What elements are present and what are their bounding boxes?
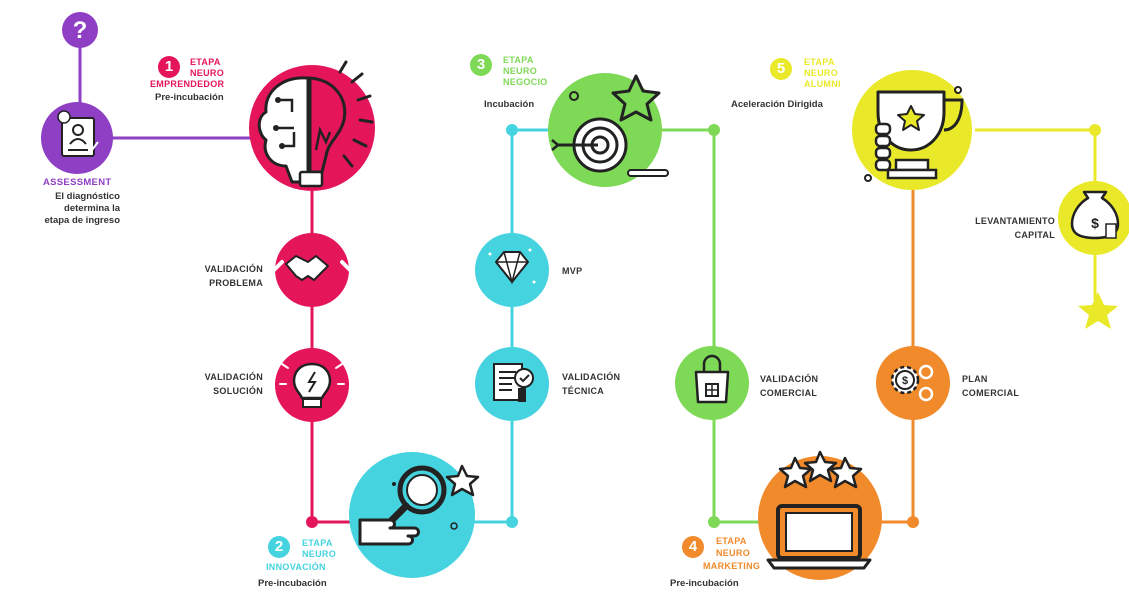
step-label: PROBLEMA (209, 278, 263, 288)
step-label: LEVANTAMIENTO (975, 216, 1055, 226)
step-label: COMERCIAL (760, 388, 818, 398)
step-plan-comercial: PLAN COMERCIAL (962, 374, 1019, 399)
svg-text:?: ? (73, 17, 88, 44)
trophy-icon (852, 70, 972, 190)
svg-text:$: $ (1091, 215, 1099, 231)
stage-3-number: 3 (470, 54, 492, 76)
stage-5-line3: ALUMNI (804, 79, 841, 89)
stage-1-line3: EMPRENDEDOR (150, 79, 225, 89)
joint-dot (306, 516, 318, 528)
step-label: VALIDACIÓN (760, 374, 819, 384)
gears-icon: $ (876, 346, 950, 420)
step-label: CAPITAL (1014, 230, 1055, 240)
stage-4-number: 4 (682, 536, 704, 558)
shopping-bag-icon (675, 346, 749, 420)
diamond-icon (475, 233, 549, 307)
stage-2-line2: NEURO (302, 549, 337, 559)
target-star-icon (548, 73, 669, 187)
step-validacion-problema: VALIDACIÓN PROBLEMA (170, 264, 263, 289)
step-label: SOLUCIÓN (213, 386, 263, 396)
stage-2-line3: INNOVACIÓN (266, 562, 326, 572)
step-label: TÉCNICA (562, 386, 605, 396)
joint-dot (708, 516, 720, 528)
step-label: VALIDACIÓN (204, 372, 263, 382)
stage-1-line2: NEURO (190, 68, 225, 78)
stage-2-line1: ETAPA (302, 538, 333, 548)
magnifier-hand-icon (349, 452, 480, 578)
assessment-desc-line: determina la (64, 203, 120, 214)
step-label: VALIDACIÓN (562, 372, 621, 382)
stage-5-subtitle: Aceleración Dirigida (731, 99, 823, 110)
stage-3-line2: NEURO (503, 66, 538, 76)
stage-4-line2: NEURO (716, 548, 751, 558)
step-label: VALIDACIÓN (204, 264, 263, 274)
step-label: PLAN (962, 374, 988, 384)
stage-2-number: 2 (268, 536, 290, 558)
step-validacion-solucion: VALIDACIÓN SOLUCIÓN (170, 372, 263, 397)
joint-dot (1089, 124, 1101, 136)
laptop-stars-icon (758, 450, 882, 580)
step-label: MVP (562, 266, 583, 276)
step-label: COMERCIAL (962, 388, 1020, 398)
stage-5-line1: ETAPA (804, 57, 835, 67)
money-bag-icon: $ (1058, 181, 1129, 255)
stage-1-line1: ETAPA (190, 57, 221, 67)
joint-dot (506, 124, 518, 136)
handshake-icon (272, 233, 352, 307)
assessment-icon (41, 102, 113, 174)
svg-text:$: $ (902, 375, 908, 387)
stage-2-subtitle: Pre-incubación (258, 578, 327, 589)
step-mvp: MVP (562, 266, 582, 277)
document-check-icon (475, 347, 549, 421)
assessment-title: ASSESSMENT (43, 177, 112, 188)
joint-dot (708, 124, 720, 136)
stage-3-subtitle: Incubación (484, 99, 535, 110)
assessment-description: El diagnóstico determina la etapa de ing… (10, 191, 121, 227)
star-icon (1078, 292, 1118, 329)
step-validacion-comercial: VALIDACIÓN COMERCIAL (760, 374, 818, 399)
assessment-desc-line: El diagnóstico (55, 191, 120, 202)
brain-bulb-icon (249, 60, 375, 191)
assessment-desc-line: etapa de ingreso (44, 215, 121, 226)
stage-1-number: 1 (158, 56, 180, 78)
stage-5-line2: NEURO (804, 68, 839, 78)
stage-1-subtitle: Pre-incubación (155, 92, 224, 103)
stage-3-line3: NEGOCIO (503, 77, 548, 87)
stage-4-line1: ETAPA (716, 536, 747, 546)
stage-4-line3: MARKETING (703, 561, 761, 571)
step-validacion-tecnica: VALIDACIÓN TÉCNICA (562, 372, 620, 397)
stage-3-line1: ETAPA (503, 55, 534, 65)
question-icon: ? (62, 12, 98, 48)
stage-5-number: 5 (770, 58, 792, 80)
stage-4-subtitle: Pre-incubación (670, 578, 739, 589)
joint-dot (907, 516, 919, 528)
lightbulb-icon (275, 348, 349, 422)
joint-dots (306, 124, 1101, 528)
joint-dot (506, 516, 518, 528)
step-levantamiento-capital: LEVANTAMIENTO CAPITAL (940, 216, 1055, 241)
